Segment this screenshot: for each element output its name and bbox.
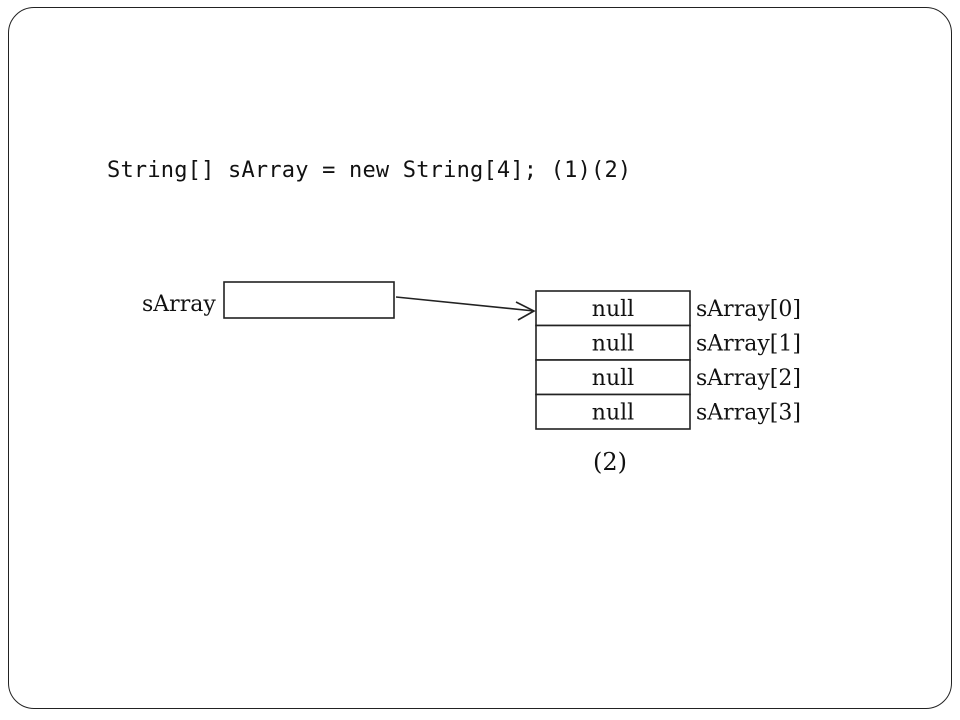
array-cell-box — [535, 393, 691, 430]
array-cell-value: null — [592, 366, 634, 391]
reference-arrowhead — [515, 301, 536, 321]
array-cell-value: null — [592, 332, 634, 357]
reference-arrow-line — [395, 296, 535, 312]
code-line: String[] sArray = new String[4]; (1)(2) — [107, 158, 632, 183]
array-index-label: sArray[0] — [696, 297, 801, 322]
array-index-label: sArray[2] — [696, 366, 801, 391]
array-cell-value: null — [592, 297, 634, 322]
diagram-caption: (2) — [593, 448, 627, 476]
slide-frame — [8, 7, 952, 709]
array-index-label: sArray[1] — [696, 332, 801, 357]
array-cell-value: null — [592, 401, 634, 426]
variable-box — [223, 281, 395, 319]
array-index-label: sArray[3] — [696, 401, 801, 426]
array-cells: null sArray[0] null sArray[1] null sArray[2] n… — [535, 290, 801, 430]
variable-label: sArray — [142, 292, 216, 317]
